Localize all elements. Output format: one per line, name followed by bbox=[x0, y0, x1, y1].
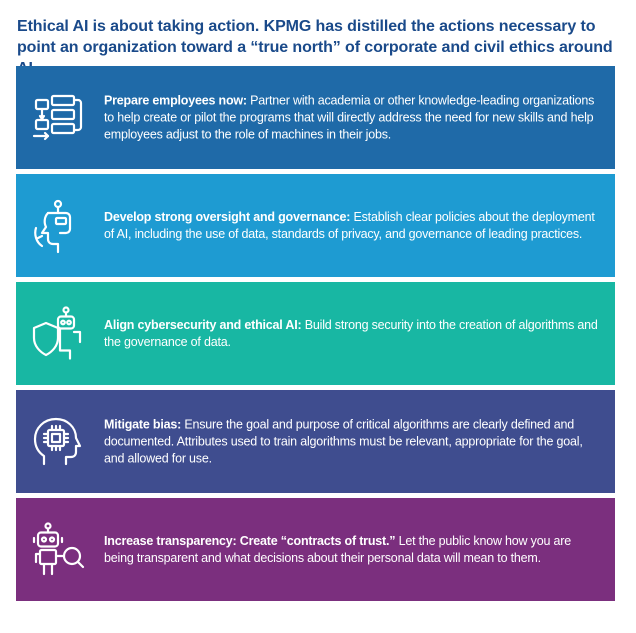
action-cards: Prepare employees now: Partner with acad… bbox=[16, 66, 615, 606]
card-mitigate-bias: Mitigate bias: Ensure the goal and purpo… bbox=[16, 390, 615, 493]
robot-magnifier-icon bbox=[30, 521, 86, 578]
card-lead: Mitigate bias: bbox=[104, 417, 182, 431]
card-cybersecurity: Align cybersecurity and ethical AI: Buil… bbox=[16, 282, 615, 385]
card-lead: Develop strong oversight and governance: bbox=[104, 209, 351, 224]
robot-shield-icon bbox=[30, 305, 86, 362]
card-body: Ensure the goal and purpose of critical … bbox=[104, 417, 583, 465]
card-oversight-governance: Develop strong oversight and governance:… bbox=[16, 174, 615, 277]
card-text: Align cybersecurity and ethical AI: Buil… bbox=[104, 317, 603, 351]
card-text: Increase transparency: Create “contracts… bbox=[104, 533, 603, 567]
card-text: Prepare employees now: Partner with acad… bbox=[104, 92, 603, 143]
card-body: Partner with academia or other knowledge… bbox=[104, 93, 595, 141]
process-flow-icon bbox=[30, 90, 86, 146]
card-body: Establish clear policies about the deplo… bbox=[104, 209, 595, 241]
card-transparency: Increase transparency: Create “contracts… bbox=[16, 498, 615, 601]
card-lead: Align cybersecurity and ethical AI: bbox=[104, 317, 302, 332]
card-lead: Increase transparency: Create “contracts… bbox=[104, 533, 396, 548]
robot-head-profile-icon bbox=[30, 198, 86, 254]
page-title: Ethical AI is about taking action. KPMG … bbox=[17, 18, 613, 77]
card-body: Build strong security into the creation … bbox=[104, 317, 598, 349]
card-text: Mitigate bias: Ensure the goal and purpo… bbox=[104, 416, 603, 467]
brain-chip-icon bbox=[30, 414, 86, 470]
card-prepare-employees: Prepare employees now: Partner with acad… bbox=[16, 66, 615, 169]
card-body: Let the public know how you are being tr… bbox=[104, 533, 571, 565]
card-lead: Prepare employees now: bbox=[104, 93, 247, 107]
card-text: Develop strong oversight and governance:… bbox=[104, 209, 603, 243]
